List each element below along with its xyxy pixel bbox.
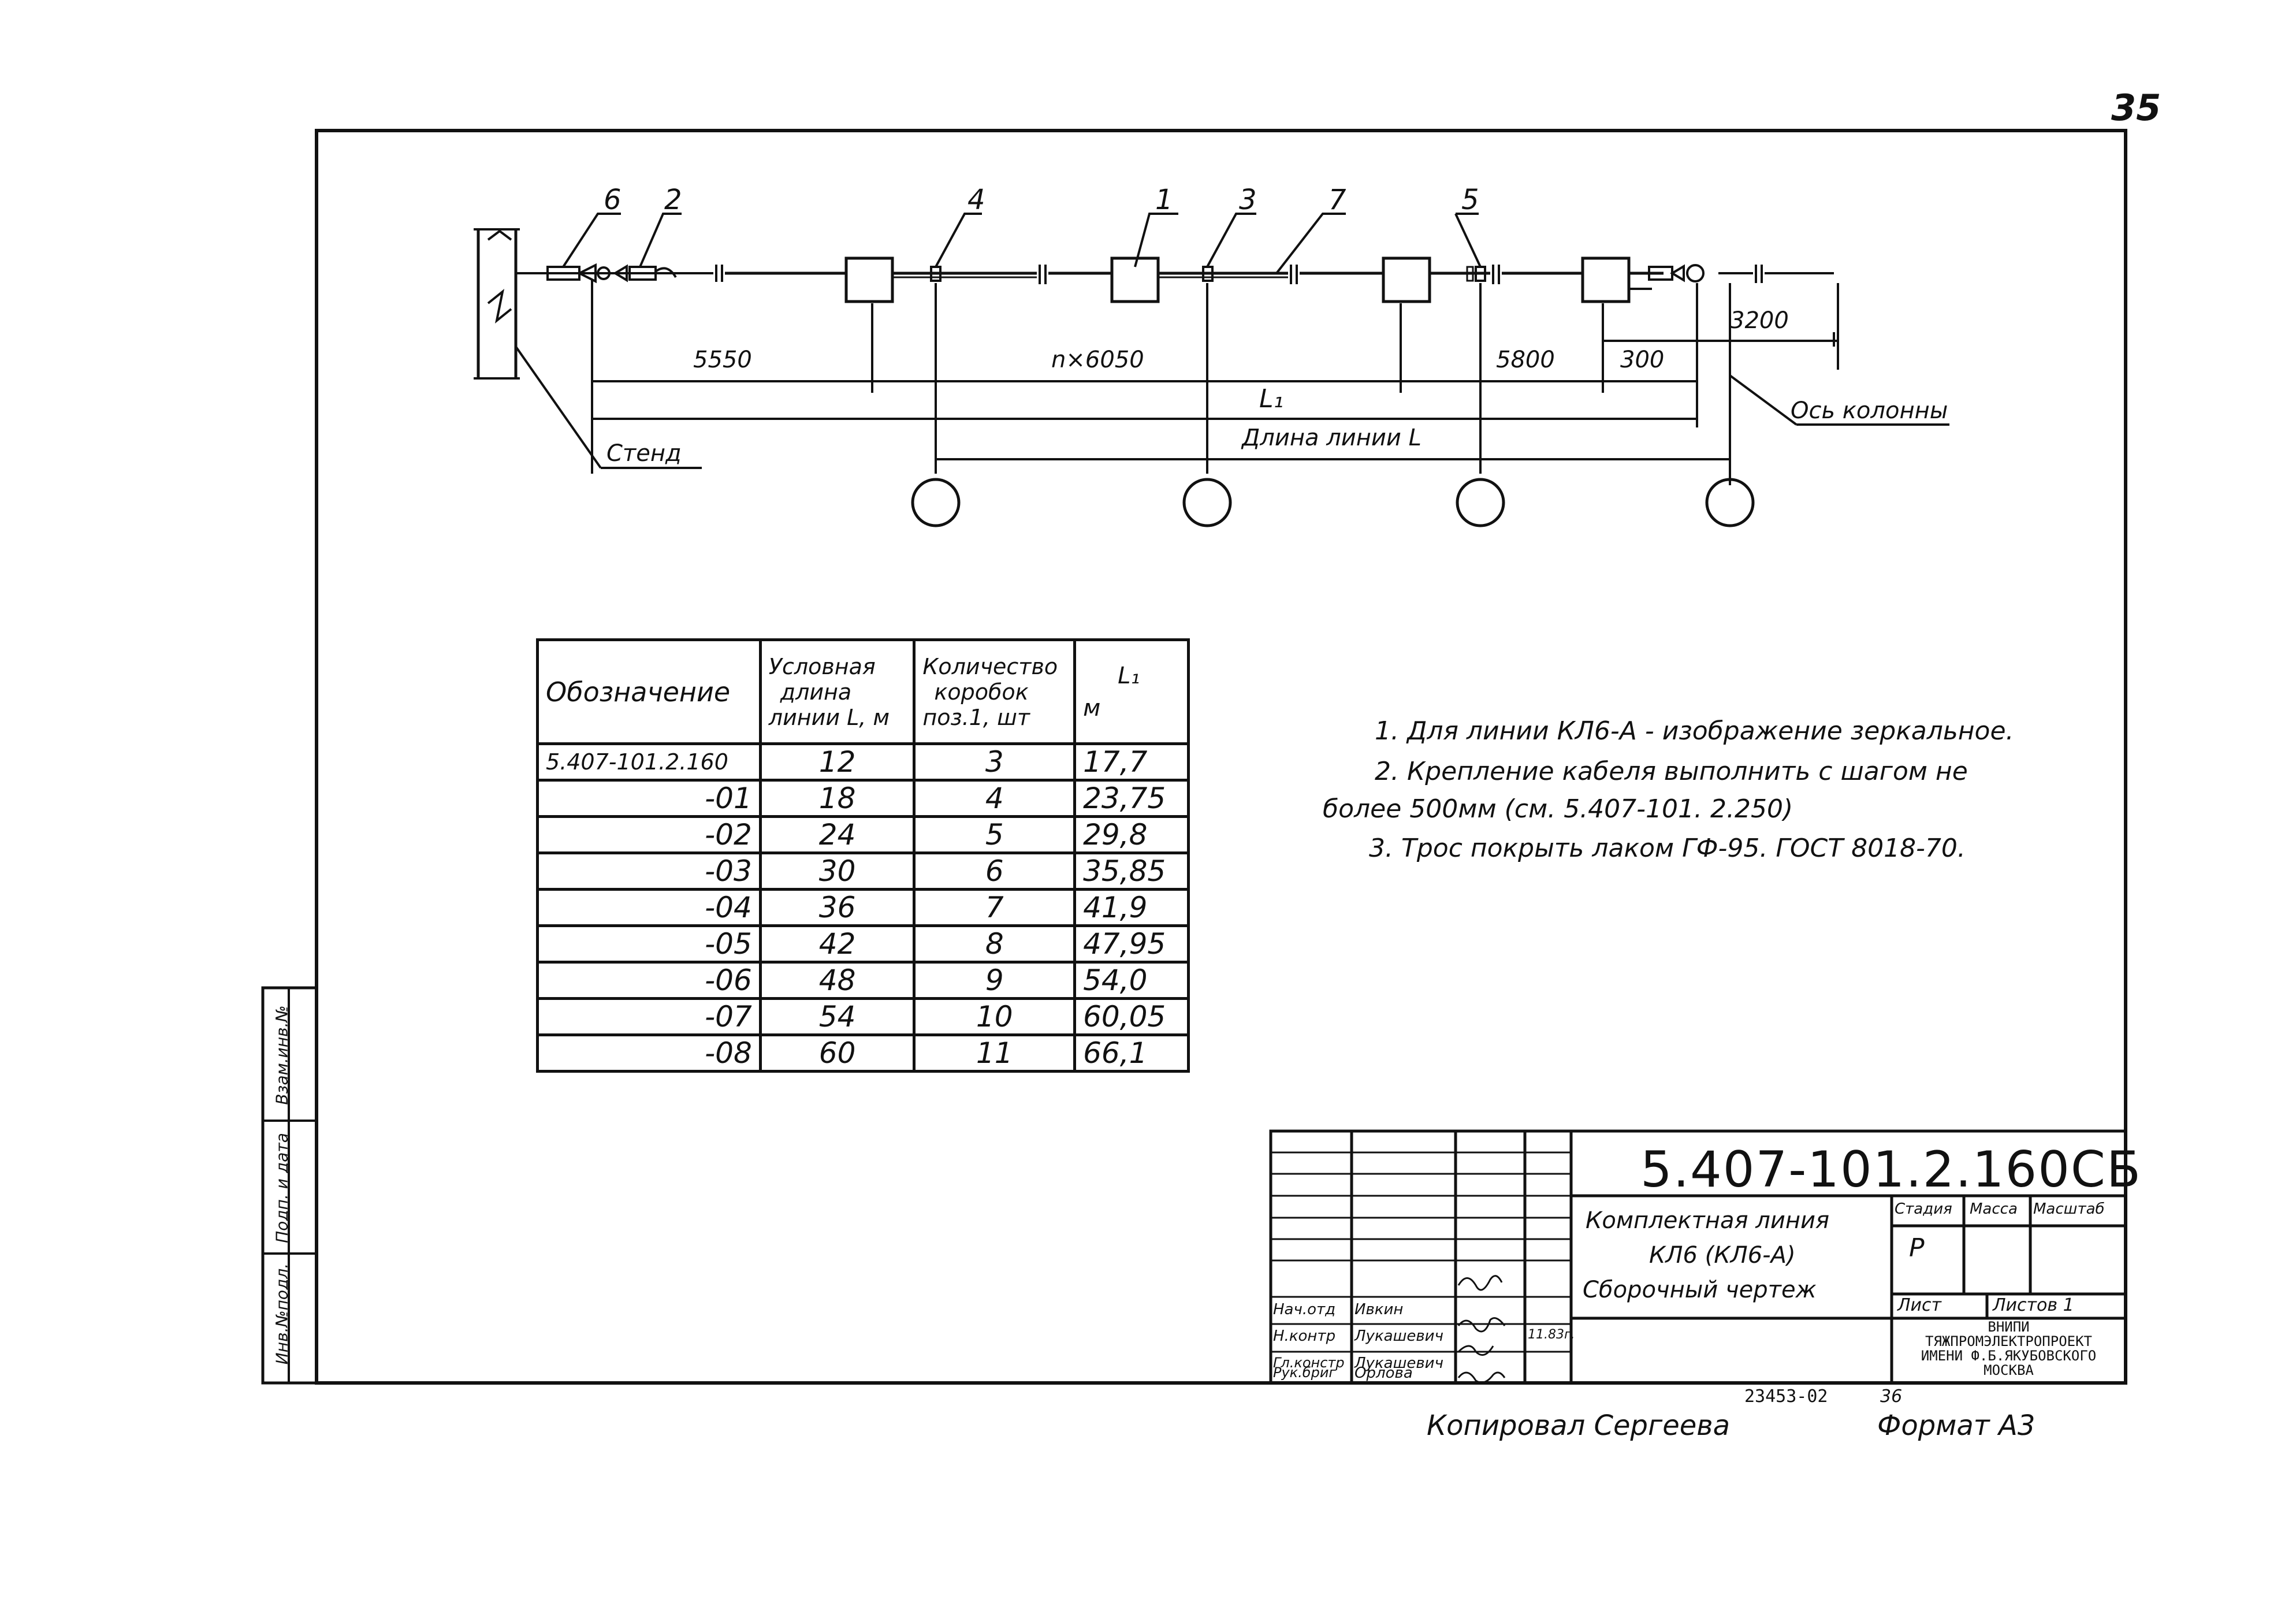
callout-7: 7 — [1329, 184, 1346, 216]
line-length-label: Длина линии L — [1242, 425, 1421, 451]
end-fittings-right — [1629, 264, 1705, 290]
signer-date: 11.83г. — [1528, 1327, 1575, 1342]
dim-300: 300 — [1620, 347, 1665, 373]
signer-role: Рук.бриг — [1273, 1364, 1337, 1381]
org-line: ТЯЖПРОМЭЛЕКТРОПРОЕКТ — [1925, 1333, 2092, 1349]
signer-role: Нач.отд — [1273, 1301, 1336, 1318]
note-3: 3. Трос покрыть лаком ГФ-95. ГОСТ 8018-7… — [1369, 834, 1966, 863]
end-fittings-left — [546, 263, 677, 284]
signer-role: Н.контр — [1273, 1327, 1336, 1345]
sheet-reference: 36 — [1880, 1386, 1903, 1407]
dim-L1: L₁ — [1259, 384, 1284, 414]
stage-value: Р — [1909, 1233, 1925, 1263]
note-2: 2. Крепление кабеля выполнить с шагом не — [1375, 757, 1968, 786]
title-line-2: КЛ6 (КЛ6-А) — [1649, 1242, 1796, 1269]
stand-symbol — [474, 228, 702, 469]
signer-name: Лукашевич — [1354, 1355, 1443, 1372]
junction-box — [1110, 256, 1160, 303]
signer-name: Ивкин — [1354, 1301, 1404, 1318]
doc-code: 5.407-101.2.160СБ — [1640, 1141, 2142, 1199]
title-line-3: Сборочный чертеж — [1583, 1277, 1817, 1303]
note-1: 1. Для линии КЛ6-А - изображение зеркаль… — [1375, 716, 2014, 746]
junction-box — [844, 256, 894, 303]
org-line: ИМЕНИ Ф.Б.ЯКУБОВСКОГО — [1921, 1348, 2097, 1364]
page-number: 35 — [2111, 87, 2161, 129]
callout-6: 6 — [604, 184, 622, 216]
sheets-label: Листов 1 — [1993, 1295, 2074, 1315]
column-circle — [1705, 478, 1755, 527]
callout-2: 2 — [664, 184, 682, 216]
column-circle — [1182, 478, 1232, 527]
note-2-cont: более 500мм (см. 5.407-101. 2.250) — [1323, 794, 1793, 824]
cable-line — [516, 265, 1834, 284]
sheet-label: Лист — [1897, 1295, 1942, 1315]
dim-5800: 5800 — [1496, 347, 1555, 373]
org-line: ВНИПИ — [1988, 1319, 2030, 1335]
dimension-lines — [591, 280, 1949, 485]
column-circle — [911, 478, 961, 527]
org-block: ВНИПИ ТЯЖПРОМЭЛЕКТРОПРОЕКТ ИМЕНИ Ф.Б.ЯКУ… — [1895, 1320, 2123, 1378]
stage-label: Стадия — [1895, 1200, 1952, 1218]
callout-3: 3 — [1239, 184, 1257, 216]
junction-box — [1581, 256, 1631, 303]
junction-box — [1382, 256, 1431, 303]
callout-1: 1 — [1155, 184, 1173, 216]
drawing-frame — [315, 129, 2127, 1385]
archive-number: 23453-02 — [1744, 1386, 1828, 1407]
signer-name: Орлова — [1354, 1364, 1413, 1382]
copied-by: Копировал Сергеева — [1427, 1410, 1730, 1442]
column-axis-label: Ось колонны — [1791, 397, 1948, 424]
dim-5550: 5550 — [693, 347, 752, 373]
format-label: Формат А3 — [1877, 1410, 2035, 1442]
header-designation: Обозначение — [536, 638, 762, 745]
stand-label: Стенд — [606, 440, 682, 467]
signer-role: Гл.констр — [1273, 1355, 1345, 1371]
scale-label: Масштаб — [2033, 1200, 2105, 1218]
signer-name: Лукашевич — [1354, 1327, 1443, 1345]
dim-3200: 3200 — [1730, 307, 1789, 334]
callout-4: 4 — [967, 184, 985, 216]
column-circle — [1456, 478, 1505, 527]
callout-5: 5 — [1461, 184, 1479, 216]
mass-label: Масса — [1970, 1200, 2018, 1218]
dim-nx6050: n×6050 — [1051, 347, 1144, 373]
title-line-1: Комплектная линия — [1586, 1207, 1830, 1234]
callout-leaders — [562, 213, 1482, 274]
org-line: МОСКВА — [1984, 1362, 2034, 1378]
